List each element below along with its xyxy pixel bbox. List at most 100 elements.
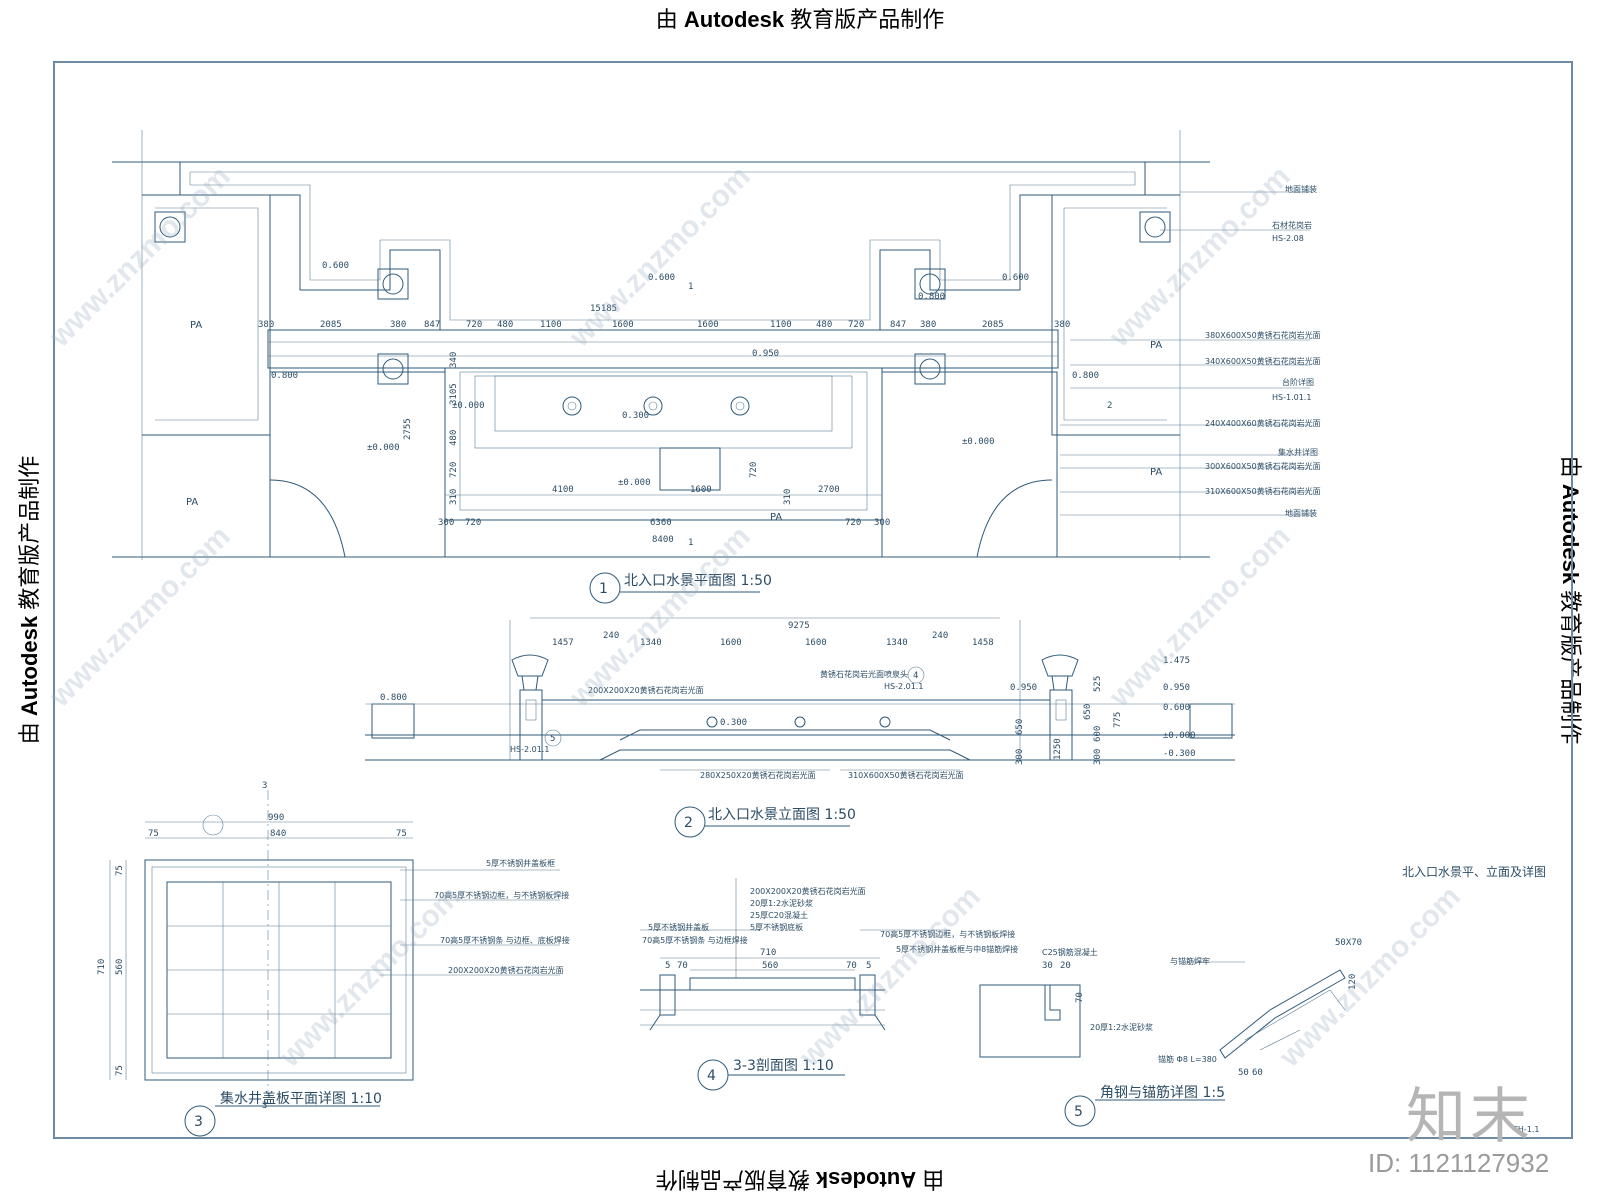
elevation-right-dims: 525 775 650 1250 600 300 300 650	[1015, 676, 1123, 765]
plan-top-dims: 380 2085 380 847 720 480 1100 1600 1600 …	[258, 320, 1070, 330]
svg-text:C25钢筋混凝土: C25钢筋混凝土	[1042, 947, 1098, 957]
section-dims: 710 560 5 70 70 5	[665, 948, 871, 971]
svg-text:HS-1.01.1: HS-1.01.1	[1272, 393, 1311, 402]
svg-text:地面铺装: 地面铺装	[1285, 184, 1317, 194]
svg-text:70: 70	[1075, 992, 1085, 1003]
svg-text:30: 30	[1042, 961, 1053, 971]
svg-text:310X600X50黄锈石花岗岩光面: 310X600X50黄锈石花岗岩光面	[1205, 486, 1321, 496]
svg-text:1: 1	[599, 581, 608, 597]
svg-text:310: 310	[449, 489, 459, 505]
svg-text:2755: 2755	[403, 418, 413, 440]
svg-text:480: 480	[449, 430, 459, 446]
svg-text:240: 240	[932, 631, 948, 641]
svg-text:5: 5	[866, 961, 871, 971]
angle-title: 5 角钢与锚筋详图 1:5	[1064, 1084, 1225, 1127]
svg-text:2700: 2700	[818, 485, 840, 495]
elevation-levels: 1.475 0.950 0.600 ±0.000 -0.300 0.800 0.…	[380, 656, 1196, 759]
svg-text:北入口水景立面图 1:50: 北入口水景立面图 1:50	[708, 807, 856, 823]
svg-text:3105: 3105	[449, 383, 459, 405]
angle-dims: 30 20 70 50X70 120 50 60	[1042, 938, 1362, 1078]
svg-text:75: 75	[396, 829, 407, 839]
section-title: 4 3-3剖面图 1:10	[697, 1058, 845, 1091]
svg-text:990: 990	[268, 813, 284, 823]
svg-text:70高5厚不锈钢条 与边框、底板焊接: 70高5厚不锈钢条 与边框、底板焊接	[440, 935, 570, 945]
cover-title: 3 集水井盖板平面详图 1:10	[184, 1090, 382, 1137]
svg-text:650: 650	[1083, 704, 1093, 720]
plan-title: 1 北入口水景平面图 1:50	[589, 572, 772, 604]
svg-text:600: 600	[1093, 726, 1103, 742]
sheet-code: TH-1.1	[1512, 1125, 1540, 1134]
svg-text:0.800: 0.800	[918, 292, 945, 302]
svg-text:北入口水景平面图 1:50: 北入口水景平面图 1:50	[624, 573, 772, 589]
svg-text:50X70: 50X70	[1335, 938, 1362, 948]
svg-text:0.300: 0.300	[622, 411, 649, 421]
svg-text:840: 840	[270, 829, 286, 839]
svg-text:1600: 1600	[720, 638, 742, 648]
svg-text:北入口水景平、立面及详图: 北入口水景平、立面及详图	[1402, 864, 1546, 879]
svg-text:1100: 1100	[540, 320, 562, 330]
svg-text:0.600: 0.600	[322, 261, 349, 271]
svg-text:5: 5	[550, 734, 555, 744]
sheet-frame	[53, 61, 1573, 1139]
svg-text:380X600X50黄锈石花岗岩光面: 380X600X50黄锈石花岗岩光面	[1205, 330, 1321, 340]
svg-text:340X600X50黄锈石花岗岩光面: 340X600X50黄锈石花岗岩光面	[1205, 356, 1321, 366]
svg-text:240: 240	[603, 631, 619, 641]
svg-text:0.600: 0.600	[648, 273, 675, 283]
svg-text:0.950: 0.950	[1010, 683, 1037, 693]
svg-text:5: 5	[1074, 1104, 1083, 1120]
svg-text:20厚1:2水泥砂浆: 20厚1:2水泥砂浆	[750, 898, 813, 908]
svg-text:1100: 1100	[770, 320, 792, 330]
elevation-view	[365, 617, 1235, 771]
svg-text:720: 720	[449, 462, 459, 478]
svg-text:5厚不锈钢井盖板框: 5厚不锈钢井盖板框	[486, 858, 555, 868]
cover-dims: 3 3 990 75 840 75 710 75 560 75	[97, 781, 407, 1111]
svg-text:70高5厚不锈钢边框，与不锈钢板焊接: 70高5厚不锈钢边框，与不锈钢板焊接	[434, 890, 569, 900]
svg-text:黄锈石花岗岩光面喷泉头: 黄锈石花岗岩光面喷泉头	[820, 669, 908, 679]
svg-text:-0.300: -0.300	[1163, 749, 1196, 759]
svg-text:5厚不锈钢井盖板框与中8锚筋焊接: 5厚不锈钢井盖板框与中8锚筋焊接	[896, 944, 1018, 954]
svg-text:HS-2.08: HS-2.08	[1272, 234, 1304, 243]
svg-text:0.800: 0.800	[271, 371, 298, 381]
svg-text:0.300: 0.300	[720, 718, 747, 728]
svg-text:380: 380	[258, 320, 274, 330]
svg-text:4: 4	[913, 671, 918, 681]
svg-text:120: 120	[1348, 974, 1358, 990]
svg-text:310: 310	[783, 489, 793, 505]
svg-text:0.950: 0.950	[1163, 683, 1190, 693]
svg-text:525: 525	[1093, 676, 1103, 692]
svg-text:20厚1:2水泥砂浆: 20厚1:2水泥砂浆	[1090, 1022, 1153, 1032]
plan-view	[112, 130, 1310, 560]
svg-text:240X400X60黄锈石花岗岩光面: 240X400X60黄锈石花岗岩光面	[1205, 418, 1321, 428]
elevation-top-dims: 1457 240 1340 1600 1600 1340 240 1458	[552, 631, 994, 648]
svg-text:200X200X20黄锈石花岗岩光面: 200X200X20黄锈石花岗岩光面	[750, 886, 866, 896]
svg-text:720: 720	[845, 518, 861, 528]
svg-text:200X200X20黄锈石花岗岩光面: 200X200X20黄锈石花岗岩光面	[448, 965, 564, 975]
section-view	[640, 878, 950, 1031]
svg-text:300: 300	[438, 518, 454, 528]
section-notes: 200X200X20黄锈石花岗岩光面 20厚1:2水泥砂浆 25厚C20混凝土 …	[642, 886, 1018, 954]
stamp-top: 由 Autodesk 教育版产品制作	[655, 7, 945, 32]
brand-logo: 知末	[1406, 1082, 1534, 1152]
svg-text:847: 847	[424, 320, 440, 330]
cover-view	[109, 790, 560, 1095]
plan-area-labels: PA PA PA PA PA	[186, 320, 1162, 523]
svg-text:200X200X20黄锈石花岗岩光面: 200X200X20黄锈石花岗岩光面	[588, 685, 704, 695]
svg-text:560: 560	[115, 959, 125, 975]
svg-text:280X250X20黄锈石花岗岩光面: 280X250X20黄锈石花岗岩光面	[700, 770, 816, 780]
svg-text:710: 710	[760, 948, 776, 958]
svg-text:5厚不锈钢井盖板: 5厚不锈钢井盖板	[648, 922, 709, 932]
svg-text:300: 300	[1093, 749, 1103, 765]
svg-text:720: 720	[749, 462, 759, 478]
svg-text:0.800: 0.800	[1072, 371, 1099, 381]
svg-text:1: 1	[688, 282, 693, 292]
svg-text:2085: 2085	[320, 320, 342, 330]
plan-levels: 0.600 0.600 0.600 0.800 0.800 0.800 0.95…	[271, 261, 1099, 488]
svg-text:台阶详图: 台阶详图	[1282, 377, 1314, 387]
plan-section-marks: 1 1 2	[688, 282, 1112, 548]
brand-id: ID: 1121127932	[1368, 1148, 1550, 1178]
svg-text:±0.000: ±0.000	[1163, 731, 1196, 741]
svg-text:20: 20	[1060, 961, 1071, 971]
svg-text:75: 75	[115, 865, 125, 876]
svg-text:PA: PA	[1150, 340, 1162, 351]
